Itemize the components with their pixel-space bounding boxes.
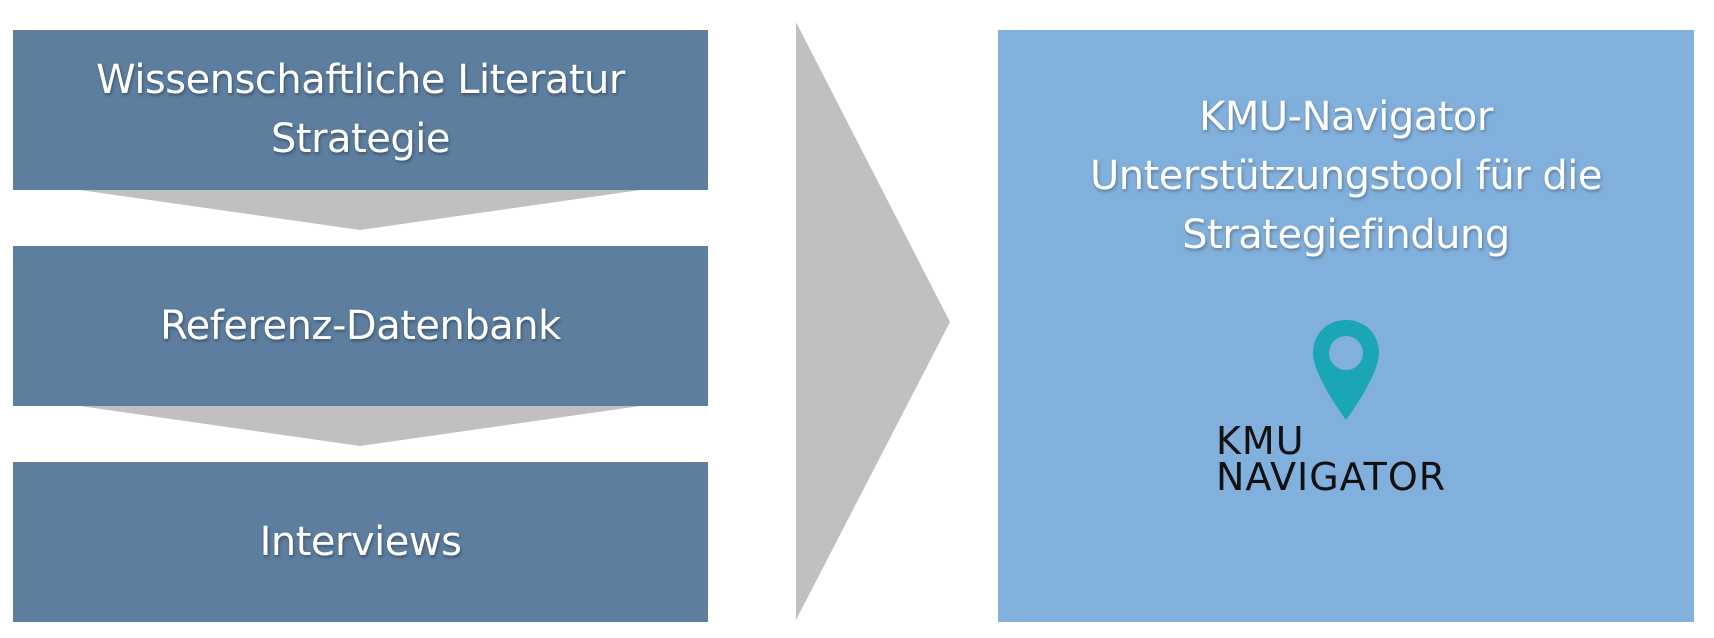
logo-wordmark-line-1: KMU [1216,419,1305,463]
connector-1-to-2 [80,190,640,230]
source-box-interviews-label: Interviews [259,518,462,565]
source-box-literature-line-2: Strategie [271,116,450,162]
logo-wordmark: KMU NAVIGATOR [1216,419,1447,499]
connector-2-to-3 [80,406,640,446]
source-box-literature: Wissenschaftliche Literatur Strategie [13,30,708,190]
source-box-literature-line-1: Wissenschaftliche Literatur [96,57,625,103]
source-box-interviews: Interviews [13,462,708,622]
result-title: KMU-Navigator Unterstützungstool für die… [998,88,1694,265]
source-box-reference-db: Referenz-Datenbank [13,246,708,406]
kmu-navigator-logo: KMU NAVIGATOR [1216,318,1486,518]
result-title-line-1: KMU-Navigator [1199,94,1493,140]
result-title-line-2: Unterstützungstool für die [1089,153,1603,199]
source-box-reference-db-label: Referenz-Datenbank [160,302,561,349]
result-box: KMU-Navigator Unterstützungstool für die… [998,30,1694,622]
logo-wordmark-line-2: NAVIGATOR [1216,455,1447,499]
flow-arrow-shape [796,22,950,620]
map-pin-icon [1313,320,1379,420]
result-title-line-3: Strategiefindung [1182,212,1510,258]
